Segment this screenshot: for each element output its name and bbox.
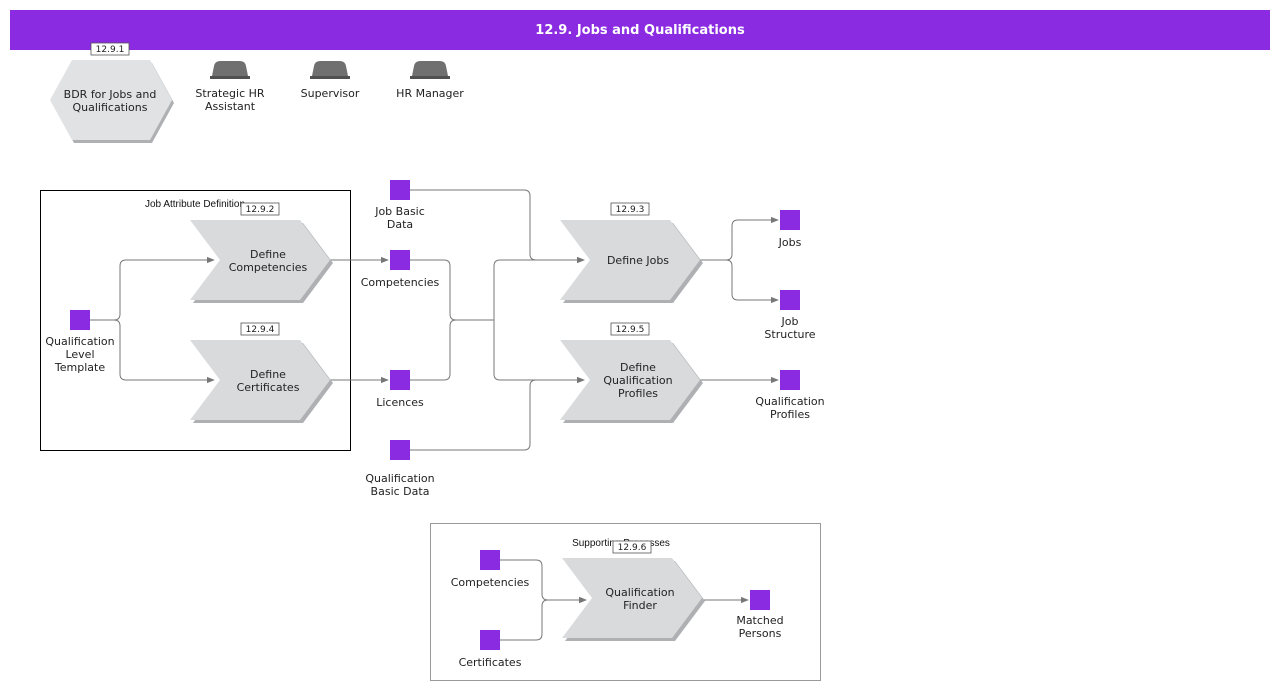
object-label-job-structure: Job [781, 315, 799, 328]
object-label-matched-persons: Matched [736, 614, 783, 627]
object-square-icon[interactable] [70, 310, 90, 330]
object-label-qualification-level-template: Qualification [45, 335, 114, 348]
scenario-label: Qualifications [72, 101, 147, 114]
process-label-define-competencies: Define [250, 248, 286, 261]
process-label-define-certificates: Certificates [237, 381, 300, 394]
connector-line [500, 559, 587, 604]
process-label-define-qualification-profiles: Define [620, 361, 656, 374]
role-icon [312, 61, 348, 76]
role-icon [412, 61, 448, 76]
role-label: Strategic HR [195, 87, 264, 100]
connector-line [493, 320, 585, 384]
object-label-job-structure: Structure [764, 328, 815, 341]
process-define-certificates-chevron[interactable] [190, 340, 330, 420]
object-square-icon[interactable] [480, 630, 500, 650]
scenario-hexagon-icon[interactable] [50, 60, 172, 140]
object-square-icon[interactable] [780, 290, 800, 310]
role-icon-base [210, 76, 250, 79]
object-label-jobs: Jobs [778, 236, 802, 249]
connector-line [90, 256, 215, 321]
process-label-define-jobs: Define Jobs [607, 254, 669, 267]
job-attribute-definition-frame [40, 190, 351, 451]
process-label-define-certificates: Define [250, 368, 286, 381]
object-label-qualification-basic-data: Basic Data [371, 485, 430, 498]
process-tag-define-certificates-box [240, 322, 280, 336]
object-label-qualification-basic-data: Qualification [365, 472, 434, 485]
object-label-qualification-profiles: Qualification [755, 395, 824, 408]
connector-line [410, 189, 585, 264]
object-square-icon[interactable] [780, 210, 800, 230]
page-title: 12.9. Jobs and Qualifications [535, 22, 745, 38]
process-define-jobs-chevron[interactable] [560, 220, 700, 300]
role-label: Assistant [205, 100, 256, 113]
object-label-qualification-profiles: Profiles [770, 408, 810, 421]
object-label-sp-certificates: Certificates [459, 656, 522, 669]
connector-line [90, 319, 215, 384]
job-attribute-definition-title: Job Attribute Definition [145, 199, 245, 210]
object-label-competencies: Competencies [361, 276, 440, 289]
process-tag-define-qualification-profiles: 12.9.5 [616, 325, 645, 335]
role-icon-base [310, 76, 350, 79]
scenario-label: BDR for Jobs and [64, 88, 157, 101]
process-tag-define-qualification-profiles-box [610, 322, 650, 336]
process-label-qualification-finder: Qualification [605, 586, 674, 599]
process-tag-qualification-finder: 12.9.6 [618, 543, 647, 553]
connector-line [410, 259, 494, 321]
object-label-job-basic-data: Job Basic [374, 205, 425, 218]
process-define-qualification-profiles-chevron[interactable] [560, 340, 700, 420]
object-square-icon[interactable] [480, 550, 500, 570]
connector-line [410, 319, 494, 381]
process-tag-define-jobs: 12.9.3 [616, 205, 645, 215]
object-square-icon[interactable] [780, 370, 800, 390]
scenario-tag: 12.9.1 [96, 45, 125, 55]
object-square-icon[interactable] [750, 590, 770, 610]
process-label-define-competencies: Competencies [229, 261, 308, 274]
role-label: HR Manager [396, 87, 464, 100]
scenario-tag-box [90, 42, 130, 56]
process-tag-define-competencies: 12.9.2 [246, 205, 275, 215]
object-label-matched-persons: Persons [739, 627, 782, 640]
process-label-define-qualification-profiles: Profiles [618, 387, 658, 400]
connector-line [500, 596, 587, 641]
object-label-qualification-level-template: Template [54, 361, 105, 374]
object-square-icon[interactable] [390, 180, 410, 200]
connector-line [410, 376, 585, 451]
page-header: 12.9. Jobs and Qualifications [10, 10, 1270, 50]
object-square-icon[interactable] [390, 440, 410, 460]
object-label-job-basic-data: Data [387, 218, 413, 231]
object-square-icon[interactable] [390, 250, 410, 270]
object-label-licences: Licences [376, 396, 424, 409]
process-qualification-finder-chevron[interactable] [562, 558, 702, 638]
connector-line [700, 216, 779, 261]
process-tag-define-competencies-box [240, 202, 280, 216]
role-label: Supervisor [301, 87, 360, 100]
process-define-competencies-chevron[interactable] [190, 220, 330, 300]
process-label-define-qualification-profiles: Qualification [603, 374, 672, 387]
role-icon [212, 61, 248, 76]
role-icon-base [410, 76, 450, 79]
object-label-sp-competencies: Competencies [451, 576, 530, 589]
object-label-qualification-level-template: Level [65, 348, 94, 361]
connector-line [700, 259, 779, 304]
connector-line [493, 256, 585, 320]
process-tag-define-certificates: 12.9.4 [246, 325, 275, 335]
object-square-icon[interactable] [390, 370, 410, 390]
supporting-processes-frame [430, 523, 821, 681]
process-label-qualification-finder: Finder [623, 599, 657, 612]
process-tag-qualification-finder-box [612, 540, 652, 554]
process-tag-define-jobs-box [610, 202, 650, 216]
